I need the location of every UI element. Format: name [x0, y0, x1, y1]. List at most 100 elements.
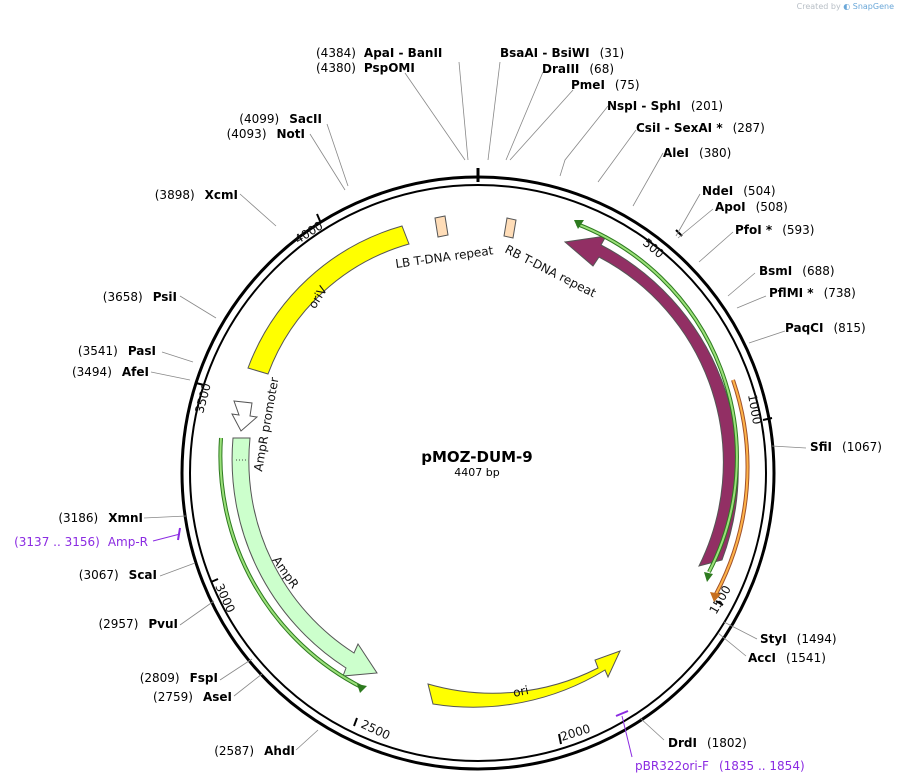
site-xcmi: (3898)XcmI — [155, 188, 238, 202]
primer-pbr-label: pBR322ori-F(1835 .. 1854) — [635, 759, 805, 773]
snapgene-logo-icon: ◐ — [843, 2, 851, 11]
site-ahdi: (2587) AhdI — [214, 744, 295, 758]
site-name: ApoI — [715, 200, 746, 214]
site-pos: (688) — [802, 264, 834, 278]
site-pos: (4384) — [316, 46, 356, 60]
primer-range: (1835 .. 1854) — [719, 759, 805, 773]
trfa-orf-tip — [574, 220, 584, 229]
site-pos: (3658) — [103, 290, 143, 304]
site-pos: (1541) — [786, 651, 826, 665]
primer-pbr-tick — [615, 710, 629, 717]
site-name: AseI — [203, 690, 232, 704]
site-pos: (3186) — [58, 511, 98, 525]
tick-3500 — [195, 382, 205, 386]
site-alei: AleI(380) — [663, 146, 731, 160]
ampr-promoter-label: AmpR promoter — [251, 376, 281, 472]
site-pos: (593) — [782, 223, 814, 237]
site-name: SfiI — [810, 440, 832, 454]
ampr-arrow — [231, 437, 378, 677]
site-name: AhdI — [264, 744, 295, 758]
ampr-orf-fill — [219, 437, 364, 689]
site-pos: (4380) — [316, 61, 356, 75]
leader-pmei — [509, 89, 574, 161]
site-labels: (4384)ApaI - BanII (4380)PspOMI BsaAI - … — [14, 46, 882, 773]
leader-alei — [632, 152, 664, 207]
site-name: StyI — [760, 632, 787, 646]
site-paqci: PaqCI(815) — [785, 321, 866, 335]
rb-tdna-repeat: RB T-DNA repeat — [503, 217, 599, 300]
leader-apoi — [677, 208, 714, 239]
backbone — [180, 168, 776, 771]
position-ticks: 500 1000 1500 2000 2500 3000 3500 4000 — [192, 213, 773, 745]
tick-label-1000: 1000 — [745, 393, 764, 426]
leader-pflmi — [736, 295, 767, 309]
ampr-feature: AmpR — [231, 437, 378, 677]
leader-fspi — [219, 658, 253, 681]
site-pos: (31) — [600, 46, 625, 60]
site-ndei: NdeI(504) — [702, 184, 776, 198]
leader-pfoi — [698, 231, 734, 263]
site-scai: (3067)ScaI — [79, 568, 157, 582]
credit-prefix: Created by — [796, 2, 841, 11]
site-name: PspOMI — [364, 61, 415, 75]
site-pos: (3541) — [78, 344, 118, 358]
leader-asei — [233, 673, 263, 697]
site-name: SacII — [289, 112, 322, 126]
site-pos: (4099) — [239, 112, 279, 126]
credit-brand: SnapGene — [852, 2, 894, 11]
primer-pbr-leader — [621, 715, 633, 758]
leader-csii — [597, 129, 637, 183]
leader-bsaai — [487, 61, 501, 161]
leader-noti — [309, 133, 346, 191]
orange-orf-band — [710, 379, 750, 602]
tick-2000 — [558, 733, 562, 745]
primer-markers — [152, 527, 633, 758]
leader-ahdi — [295, 729, 319, 751]
oriv-arrow — [247, 225, 410, 375]
leader-pasi — [161, 351, 194, 363]
site-sfii: SfiI(1067) — [810, 440, 882, 454]
site-name: FspI — [190, 671, 218, 685]
site-name: PasI — [128, 344, 156, 358]
site-pos: (2759) — [153, 690, 193, 704]
leader-afei — [150, 371, 191, 381]
leader-psii — [179, 295, 217, 319]
site-name: ScaI — [129, 568, 157, 582]
site-pos: (2957) — [98, 617, 138, 631]
site-pspomi: (4380) PspOMI — [316, 61, 415, 75]
site-nspi: NspI - SphI(201) — [607, 99, 723, 113]
leader-scai — [159, 562, 196, 577]
site-fspi: (2809) FspI — [140, 671, 218, 685]
lb-tdna-repeat: LB T-DNA repeat — [394, 215, 494, 271]
site-pos: (1494) — [797, 632, 837, 646]
leader-apai — [404, 72, 466, 161]
site-noti: (4093)NotI — [227, 127, 305, 141]
tick-label-4000: 4000 — [292, 218, 325, 246]
oriv-feature: oriV — [247, 225, 410, 375]
site-pos: (2809) — [140, 671, 180, 685]
site-pos: (380) — [699, 146, 731, 160]
trfa-orf-outline — [576, 222, 739, 573]
site-name: PmeI — [571, 78, 605, 92]
leader-xmni — [143, 515, 187, 519]
ampr-promoter-arrow — [231, 400, 259, 432]
leader-sfii — [771, 445, 807, 449]
plasmid-name: pMOZ-DUM-9 — [421, 448, 532, 466]
tick-label-2500: 2500 — [359, 717, 393, 743]
site-leader-lines — [143, 61, 807, 751]
leader-sacii — [326, 123, 349, 187]
leader-pvui — [179, 600, 215, 626]
tick-2500 — [353, 717, 358, 727]
site-name: XmnI — [108, 511, 143, 525]
tick-4000 — [316, 213, 321, 222]
site-pos: (1802) — [707, 736, 747, 750]
site-pos: (2587) — [214, 744, 254, 758]
leader-pspomi — [458, 61, 469, 161]
site-psii: (3658)PsiI — [103, 290, 177, 304]
trfa-orf-fill — [576, 223, 738, 573]
site-bsaai: BsaAI - BsiWI(31) — [500, 46, 624, 60]
ori-arrow — [427, 650, 621, 708]
leader-nspi — [559, 105, 609, 177]
site-acci: AccI(1541) — [748, 651, 826, 665]
site-sacii: (4099) SacII — [239, 112, 322, 126]
